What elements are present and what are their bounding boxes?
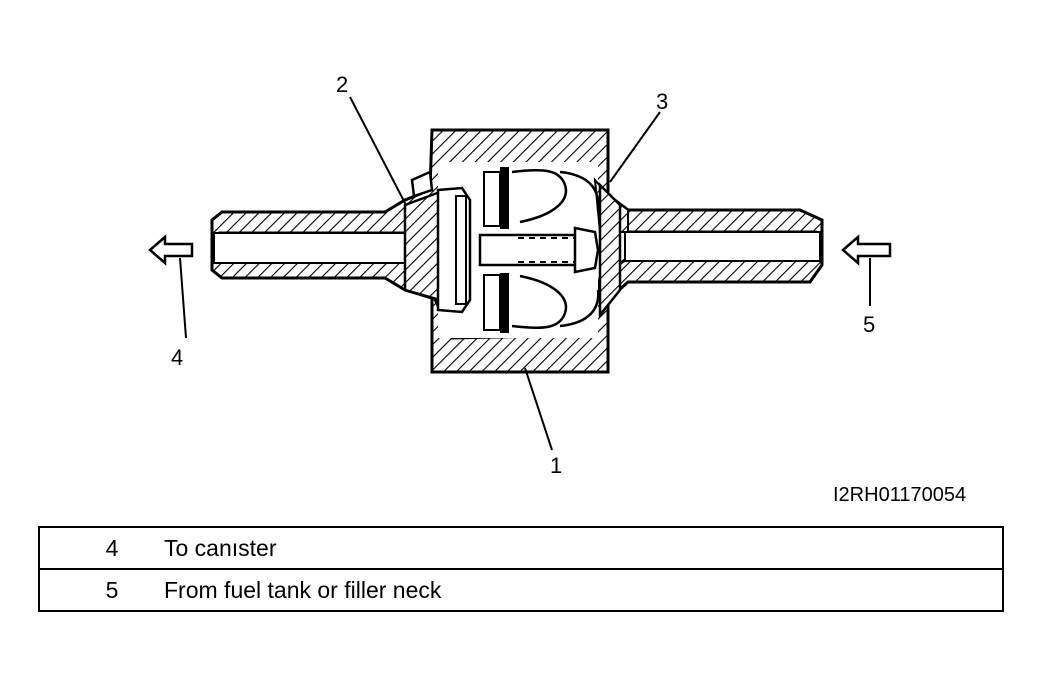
diaphragm: [500, 167, 509, 229]
spring: [511, 169, 600, 329]
figure-code: I2RH01170054: [833, 484, 967, 506]
legend-number: 4: [105, 534, 119, 561]
callout-5: 5: [863, 312, 876, 337]
callout-3: 3: [656, 89, 669, 114]
callout-1: 1: [550, 453, 563, 478]
leader-lines: [179, 96, 871, 451]
legend-table: 4 To canıster 5 From fuel tank or filler…: [38, 526, 1004, 612]
callout-4: 4: [171, 345, 184, 370]
arrow-left-icon: [148, 234, 194, 266]
legend-text: To canıster: [164, 534, 277, 561]
legend-row: 4 To canıster: [39, 527, 1003, 569]
check-valve-cross-section: [148, 96, 892, 451]
valve-seat: [403, 190, 442, 302]
legend-row: 5 From fuel tank or filler neck: [39, 568, 1003, 611]
legend-number: 5: [39, 568, 162, 611]
callout-2: 2: [336, 72, 349, 97]
arrow-left-icon: [841, 234, 892, 266]
legend-text: From fuel tank or filler neck: [162, 568, 1003, 611]
valve-stem: [478, 233, 582, 267]
